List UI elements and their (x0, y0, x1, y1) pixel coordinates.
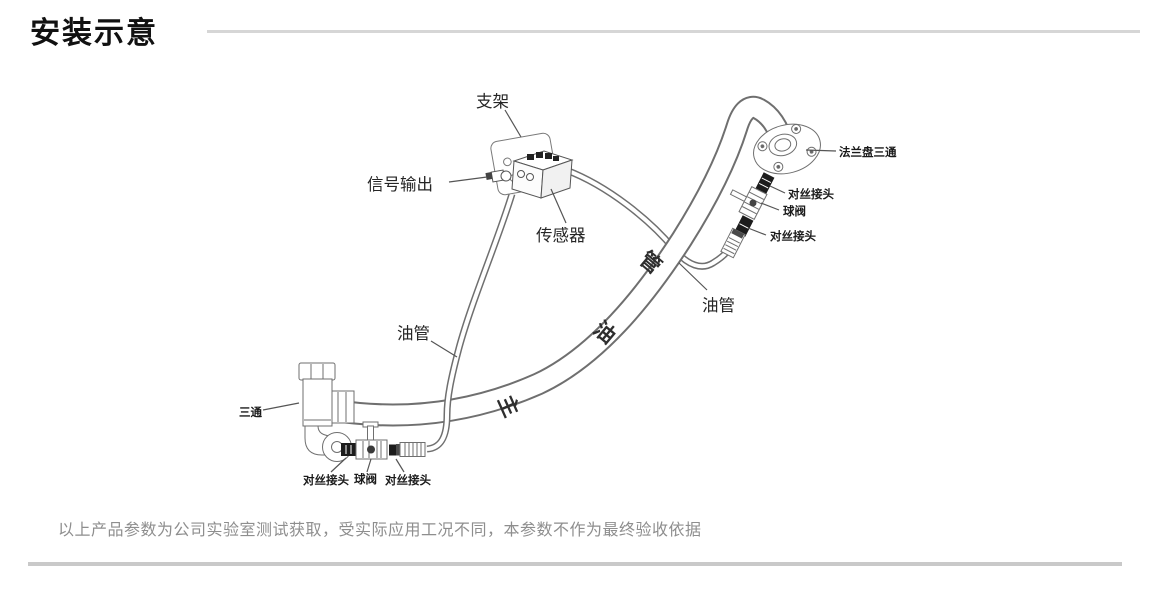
hose-connector-top (720, 227, 746, 259)
oil-pipe-left-tube (426, 192, 516, 453)
oil-pipe-right-label: 油管 (702, 296, 735, 315)
threaded-joint-top-2-label: 对丝接头 (770, 229, 816, 243)
bracket-label: 支架 (476, 92, 509, 111)
flange-tee-label: 法兰盘三通 (839, 145, 897, 159)
threaded-joint-bottom-2-label: 对丝接头 (385, 473, 431, 487)
threaded-joint-bottom-1 (341, 443, 356, 456)
oil-pipe-left-label: 油管 (397, 324, 430, 343)
page-title: 安装示意 (30, 17, 158, 50)
hose-connector-bottom (396, 442, 426, 457)
signal-output-label: 信号输出 (367, 175, 433, 194)
threaded-joint-bottom-2 (389, 444, 399, 456)
oil-pipe-right-tube (564, 166, 736, 270)
tee-label: 三通 (239, 406, 262, 419)
leader-lines (262, 109, 837, 473)
sensor-label: 传感器 (536, 226, 586, 245)
signal-output-connector (485, 169, 534, 183)
ball-valve-bottom (355, 421, 388, 460)
ball-valve-top (729, 185, 768, 221)
title-divider (207, 30, 1140, 33)
threaded-joint-top-1 (755, 172, 775, 194)
disclaimer-note: 以上产品参数为公司实验室测试获取，受实际应用工况不同，本参数不作为最终验收依据 (58, 522, 702, 539)
flange-tee (753, 123, 821, 175)
ball-valve-bottom-label: 球阀 (354, 472, 377, 486)
threaded-joint-top-1-label: 对丝接头 (788, 187, 834, 201)
sensor-box (485, 150, 574, 199)
bottom-divider (28, 562, 1122, 566)
threaded-joint-bottom-1-label: 对丝接头 (303, 473, 349, 487)
tee-assembly (298, 362, 355, 462)
main-oil-pipe (330, 95, 793, 427)
ball-valve-top-label: 球阀 (783, 204, 806, 218)
